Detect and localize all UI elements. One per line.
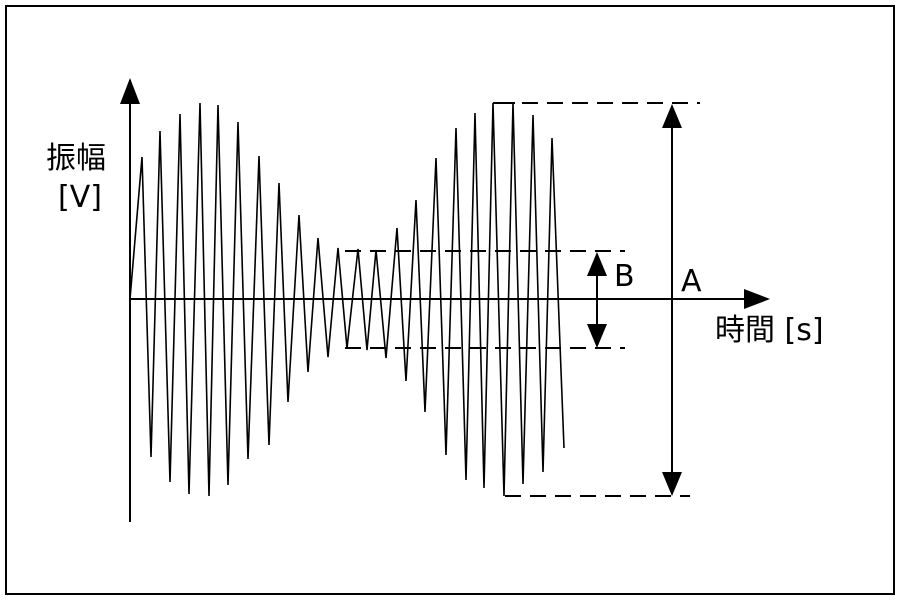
y-axis-arrowhead: [120, 78, 140, 104]
dimension-arrow-a-bottom-head: [662, 472, 682, 496]
dimension-arrow-b-top-head: [587, 252, 607, 276]
x-axis-label: 時間 [s]: [715, 313, 824, 348]
dimension-arrow-a-top-head: [662, 104, 682, 128]
x-axis-arrowhead: [744, 289, 770, 309]
figure-frame: [5, 5, 895, 595]
y-axis-label-line2: [V]: [58, 180, 102, 215]
marker-a-label: A: [681, 264, 702, 299]
marker-b-label: B: [614, 259, 635, 294]
y-axis-label-line1: 振幅: [46, 141, 106, 176]
dimension-arrow-b-bottom-head: [587, 324, 607, 348]
